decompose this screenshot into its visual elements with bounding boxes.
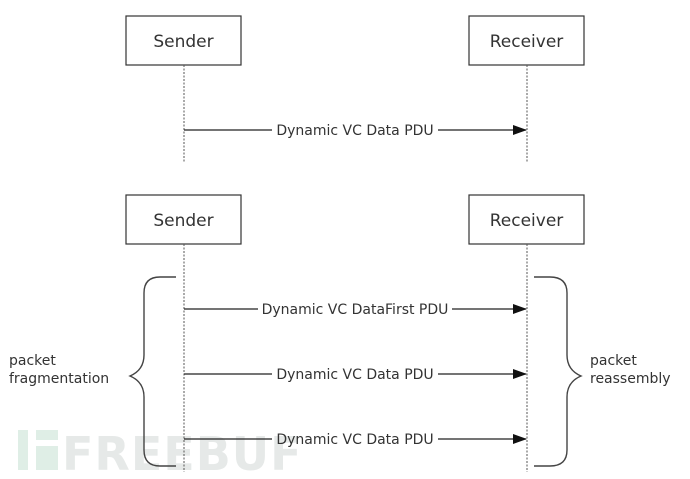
message-label: Dynamic VC DataFirst PDU bbox=[262, 302, 449, 318]
bottom-sender-box bbox=[125, 194, 242, 245]
bottom-sequence: Sender Receiver Dynamic VC DataFirst PDU… bbox=[9, 194, 671, 472]
top-receiver-box bbox=[468, 15, 585, 66]
top-message-1: Dynamic VC Data PDU bbox=[184, 123, 527, 139]
watermark: FREEBUF bbox=[18, 427, 303, 479]
top-sender-label: Sender bbox=[153, 32, 213, 52]
left-brace-label-line1: packet bbox=[9, 353, 56, 369]
watermark-text: FREEBUF bbox=[62, 427, 303, 479]
bottom-message-2: Dynamic VC Data PDU bbox=[184, 367, 527, 383]
right-brace-label-line2: reassembly bbox=[590, 371, 671, 387]
right-brace bbox=[534, 276, 583, 467]
message-label: Dynamic VC Data PDU bbox=[276, 367, 433, 383]
bottom-message-3: Dynamic VC Data PDU bbox=[184, 432, 527, 448]
top-sequence: Sender Receiver Dynamic VC Data PDU bbox=[125, 15, 585, 162]
bottom-receiver-label: Receiver bbox=[490, 211, 564, 231]
top-receiver-label: Receiver bbox=[490, 32, 564, 52]
watermark-bar bbox=[36, 446, 58, 470]
top-sender-box bbox=[125, 15, 242, 66]
right-brace-label-line1: packet bbox=[590, 353, 637, 369]
message-label: Dynamic VC Data PDU bbox=[276, 432, 433, 448]
bottom-message-1: Dynamic VC DataFirst PDU bbox=[184, 302, 527, 318]
bottom-sender-label: Sender bbox=[153, 211, 213, 231]
watermark-bar bbox=[36, 430, 58, 440]
watermark-bar bbox=[18, 430, 28, 470]
left-brace-label-line2: fragmentation bbox=[9, 371, 109, 387]
message-label: Dynamic VC Data PDU bbox=[276, 123, 433, 139]
left-brace bbox=[128, 276, 176, 467]
